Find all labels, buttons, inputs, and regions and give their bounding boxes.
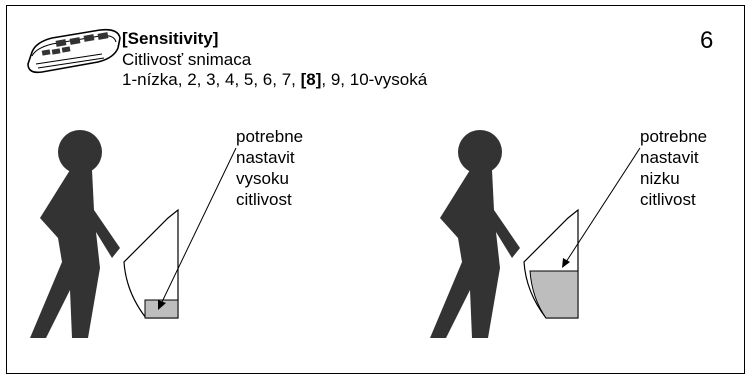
arrow-right: [562, 147, 641, 268]
remote-control-icon: [27, 28, 121, 74]
setting-subtitle: Citlivosť snimaca: [122, 50, 252, 69]
setting-title: [Sensitivity]: [122, 29, 219, 48]
person-head: [458, 130, 502, 174]
levels-selected: [8]: [300, 70, 322, 89]
note-line: potrebne: [236, 127, 304, 146]
page-number: 6: [700, 27, 714, 54]
note-line: citlivost: [640, 190, 696, 209]
person-head: [58, 130, 102, 174]
note-left: potrebne nastavit vysoku citlivost: [236, 126, 303, 210]
liquid-level-right: [529, 270, 579, 319]
urinal-right: [523, 208, 579, 319]
note-right: potrebne nastavit nizku citlivost: [640, 126, 707, 210]
sensitivity-panel: [6, 5, 745, 374]
note-line: vysoku: [236, 169, 289, 188]
note-line: potrebne: [640, 127, 708, 146]
person-figure-left: [30, 130, 120, 338]
urinal-left: [123, 208, 179, 319]
arrow-left: [158, 147, 237, 310]
note-line: nastavit: [640, 148, 699, 167]
person-body: [30, 170, 120, 338]
sensitivity-levels: 1-nízka, 2, 3, 4, 5, 6, 7, [8], 9, 10-vy…: [122, 70, 427, 90]
person-body: [430, 170, 520, 338]
person-figure-right: [430, 130, 520, 338]
note-line: citlivost: [236, 190, 292, 209]
note-line: nizku: [640, 169, 680, 188]
note-line: nastavit: [236, 148, 295, 167]
liquid-level-left: [144, 299, 179, 319]
levels-prefix: 1-nízka, 2, 3, 4, 5, 6, 7,: [122, 70, 301, 89]
levels-suffix: , 9, 10-vysoká: [321, 70, 428, 89]
